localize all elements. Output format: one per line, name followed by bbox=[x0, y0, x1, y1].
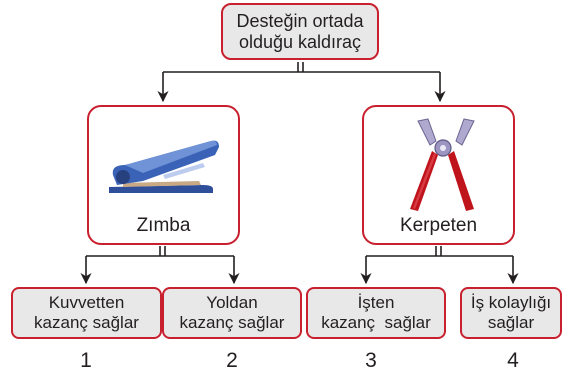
root-line-2: olduğu kaldıraç bbox=[236, 32, 363, 53]
root-line-1: Desteğin ortada bbox=[236, 11, 363, 32]
stapler-caption: Zımba bbox=[89, 215, 238, 237]
pliers-caption: Kerpeten bbox=[364, 215, 513, 237]
option-3-line-1: İşten bbox=[321, 293, 431, 313]
stapler-icon bbox=[103, 135, 223, 197]
option-4-line-1: İş kolaylığı bbox=[471, 293, 551, 313]
root-concept-box: Desteğin ortada olduğu kaldıraç bbox=[221, 3, 379, 60]
pliers-card: Kerpeten bbox=[362, 105, 515, 245]
option-1-line-1: Kuvvetten bbox=[34, 293, 139, 313]
pliers-icon bbox=[396, 115, 486, 215]
option-2-line-2: kazanç sağlar bbox=[180, 313, 285, 333]
option-number-3: 3 bbox=[351, 349, 391, 373]
option-number-2: 2 bbox=[212, 349, 252, 373]
option-1-line-2: kazanç sağlar bbox=[34, 313, 139, 333]
option-box-4: İş kolaylığı sağlar bbox=[460, 287, 562, 339]
option-number-4: 4 bbox=[493, 349, 533, 373]
option-2-line-1: Yoldan bbox=[180, 293, 285, 313]
option-box-1: Kuvvetten kazanç sağlar bbox=[11, 287, 162, 339]
stapler-card: Zımba bbox=[87, 105, 240, 245]
option-number-1: 1 bbox=[66, 349, 106, 373]
option-box-2: Yoldan kazanç sağlar bbox=[162, 287, 302, 339]
option-box-3: İşten kazanç sağlar bbox=[306, 287, 446, 339]
option-3-line-2: kazanç sağlar bbox=[321, 313, 431, 333]
option-4-line-2: sağlar bbox=[471, 313, 551, 333]
